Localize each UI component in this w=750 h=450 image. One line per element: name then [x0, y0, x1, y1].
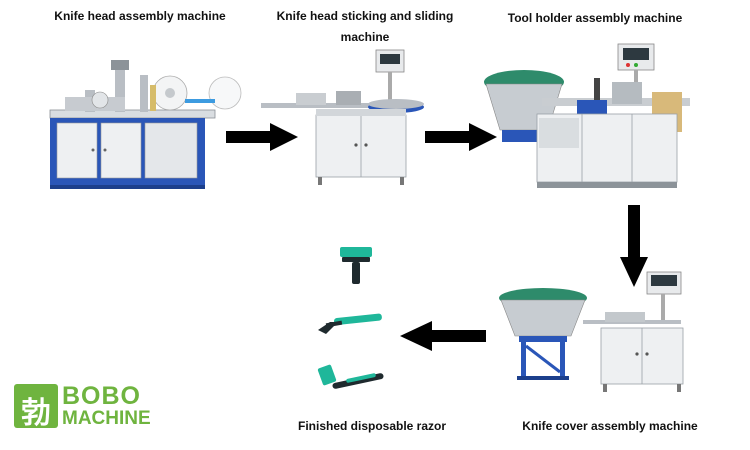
- logo-line-1: BOBO: [62, 382, 141, 410]
- label-sticking-sliding-machine: Knife head sticking and sliding machine: [270, 8, 460, 46]
- knife-head-assembly-machine-image: [45, 55, 245, 195]
- sticking-sliding-machine-image: [256, 45, 431, 190]
- razor-side-view-image: [316, 310, 384, 340]
- label-finished-razor: Finished disposable razor: [297, 419, 447, 433]
- razor-angled-view-image: [316, 362, 386, 396]
- logo-line-2: MACHINE: [62, 408, 151, 429]
- flow-arrow-down: [620, 205, 648, 287]
- label-knife-cover-assembly: Knife cover assembly machine: [522, 419, 698, 433]
- logo-glyph: 勃: [21, 396, 51, 431]
- label-line-1: Knife head sticking and sliding: [276, 9, 454, 23]
- flow-arrow-right-1: [226, 123, 298, 151]
- logo-emblem: 勃: [14, 384, 58, 431]
- flow-arrow-left: [400, 321, 486, 351]
- bobo-machine-logo: 勃 BOBO MACHINE: [14, 382, 154, 431]
- label-line-2: machine: [340, 30, 390, 44]
- flow-arrow-right-2: [425, 123, 497, 151]
- tool-holder-assembly-machine-image: [482, 42, 694, 192]
- label-tool-holder-assembly: Tool holder assembly machine: [507, 11, 683, 25]
- razor-front-view-image: [336, 245, 376, 287]
- label-knife-head-assembly: Knife head assembly machine: [54, 9, 226, 23]
- knife-cover-assembly-machine-image: [495, 268, 695, 398]
